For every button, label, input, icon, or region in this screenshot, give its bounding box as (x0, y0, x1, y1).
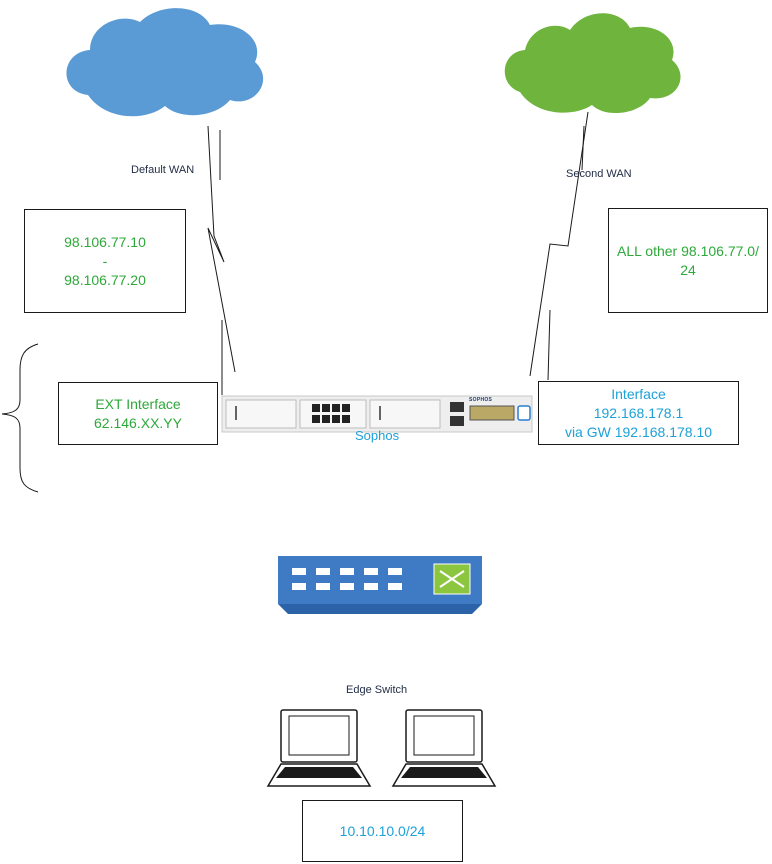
default-wan-label: Default WAN (131, 164, 195, 176)
internal-interface-ip: 192.168.178.1 (593, 404, 684, 421)
sophos-shield-icon (517, 405, 531, 421)
internal-interface-title: Interface (611, 385, 666, 402)
lan-subnet-text: 10.10.10.0/24 (339, 822, 426, 839)
edge-switch-label: Edge Switch (346, 684, 408, 696)
second-wan-cloud-icon (504, 13, 681, 114)
second-wan-subnet-box: ALL other 98.106.77.0/ 24 (608, 208, 768, 313)
range-start-text: 98.106.77.10 (64, 233, 146, 250)
internal-interface-gateway: via GW 192.168.178.10 (564, 423, 713, 440)
laptop-icon (266, 709, 372, 787)
subnet-text-line2: 24 (680, 261, 696, 278)
second-wan-link (529, 111, 589, 377)
subnet-text-line1: ALL other 98.106.77.0/ (617, 242, 759, 259)
firewall-label: Sophos (355, 428, 400, 443)
ext-interface-box: EXT Interface 62.146.XX.YY (58, 382, 218, 445)
switch-icon (278, 556, 482, 614)
range-end-text: 98.106.77.20 (64, 271, 146, 288)
left-brace (1, 343, 39, 493)
default-wan-link (207, 125, 236, 373)
lan-subnet-box: 10.10.10.0/24 (302, 800, 463, 862)
range-separator-text: - (102, 252, 108, 269)
default-wan-cloud-icon (66, 8, 264, 117)
ext-interface-title: EXT Interface (95, 395, 181, 412)
laptop-icon (391, 709, 497, 787)
default-wan-range-box: 98.106.77.10 - 98.106.77.20 (24, 209, 186, 313)
sophos-brand-text: SOPHOS (469, 397, 493, 403)
ext-interface-ip: 62.146.XX.YY (94, 414, 182, 431)
internal-interface-box: Interface 192.168.178.1 via GW 192.168.1… (538, 381, 739, 445)
sophos-firewall-device (221, 395, 533, 433)
second-wan-label: Second WAN (566, 168, 632, 180)
